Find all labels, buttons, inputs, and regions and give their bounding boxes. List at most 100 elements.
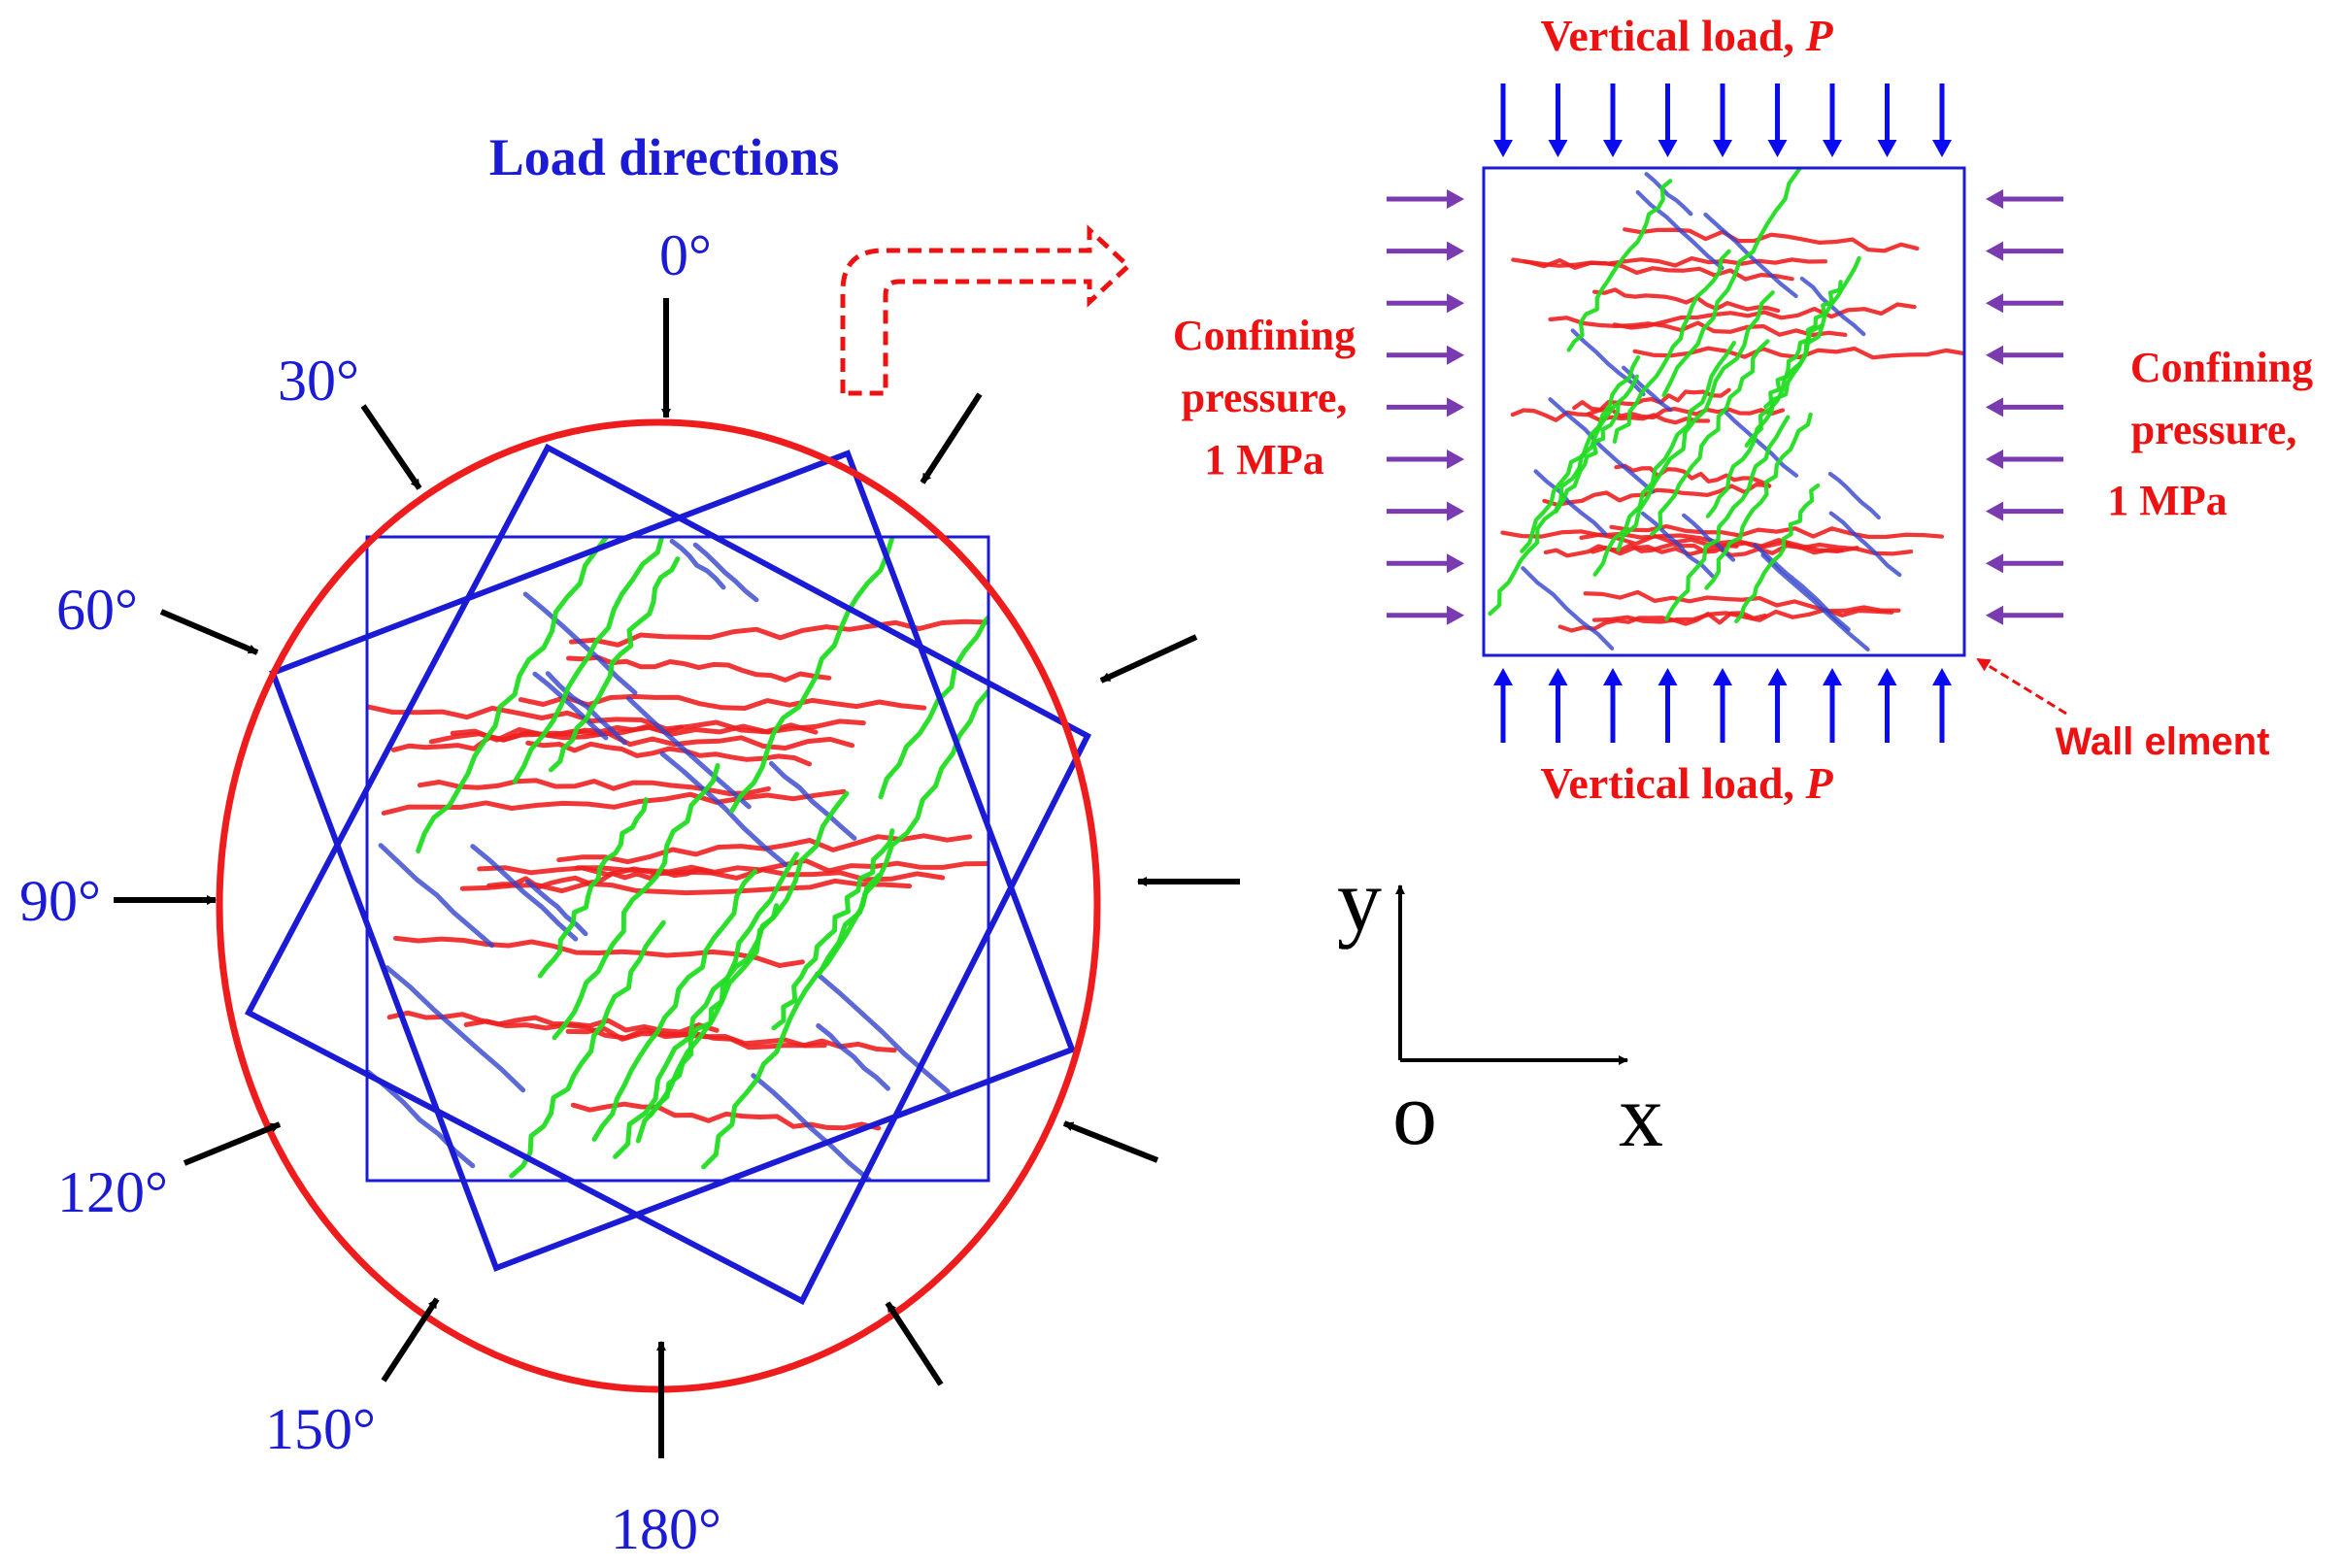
green-crack xyxy=(1705,323,1825,518)
bottom-load-arrow-head xyxy=(1877,668,1897,685)
green-crack xyxy=(552,763,720,1041)
arrow-120deg xyxy=(183,1121,282,1166)
green-crack xyxy=(648,903,779,1118)
bottom-load-arrow-head xyxy=(1493,668,1513,685)
blue-crack xyxy=(1828,511,1902,578)
green-crack xyxy=(1664,415,1791,621)
blue-crack xyxy=(659,751,788,867)
left-confining-arrow-head xyxy=(1447,189,1464,209)
green-crack xyxy=(1592,340,1736,577)
bottom-load-arrow-head xyxy=(1767,668,1788,685)
angle-label-30: 30° xyxy=(278,349,359,413)
svg-text:pressure,: pressure, xyxy=(1182,374,1348,421)
red-crack xyxy=(459,878,913,896)
green-crack xyxy=(701,873,882,1170)
left-confining-arrow-head xyxy=(1447,241,1464,261)
top-load-arrow-head xyxy=(1658,140,1678,157)
origin-label: o xyxy=(1392,1064,1437,1163)
green-crack xyxy=(1566,179,1673,352)
green-crack xyxy=(1661,168,1803,398)
blue-crack xyxy=(1533,469,1608,536)
right-confining-arrow-head xyxy=(1986,450,2003,469)
arrow-330deg xyxy=(885,1301,944,1386)
right-crack-pattern xyxy=(1488,168,1964,652)
angle-label-0: 0° xyxy=(659,223,712,287)
right-confining-arrow-head xyxy=(1986,345,2003,365)
left-crack-pattern xyxy=(367,537,988,1181)
load-direction-circle xyxy=(216,418,1101,1393)
blue-crack xyxy=(532,671,609,741)
coordinate-axes xyxy=(1395,884,1628,1065)
green-crack xyxy=(509,919,666,1179)
bottom-load-arrow-head xyxy=(1932,668,1952,685)
blue-crack xyxy=(1548,397,1655,494)
blue-crack xyxy=(1827,471,1881,520)
green-crack xyxy=(1488,402,1618,617)
arrow-60deg xyxy=(159,609,259,655)
blue-crack xyxy=(751,1073,872,1181)
green-crack xyxy=(613,851,800,1159)
blue-crack xyxy=(1722,408,1799,478)
angle-label-150: 150° xyxy=(265,1397,376,1461)
left-confining-arrow-head xyxy=(1447,501,1464,521)
arrow-210deg xyxy=(920,392,983,484)
red-crack xyxy=(1612,302,1917,330)
blue-crack xyxy=(385,965,526,1093)
specimen-square-0deg xyxy=(365,535,990,1183)
red-crack xyxy=(1583,589,1901,614)
red-crack xyxy=(1542,482,1772,508)
blue-crack xyxy=(470,844,579,942)
arrow-300deg xyxy=(1062,1120,1159,1163)
blue-crack xyxy=(525,879,588,937)
top-load-arrow-head xyxy=(1767,140,1788,157)
left-confining-arrow-head xyxy=(1447,605,1464,625)
blue-crack xyxy=(1752,542,1851,632)
y-axis-label: y xyxy=(1337,851,1382,950)
right-confining-arrow-head xyxy=(1986,397,2003,417)
green-crack xyxy=(591,869,758,1142)
svg-text:1 MPa: 1 MPa xyxy=(2107,477,2227,524)
right-confining-arrow-head xyxy=(1986,553,2003,574)
arrow-150deg xyxy=(381,1297,440,1383)
blue-crack xyxy=(378,843,495,949)
green-crack xyxy=(1704,412,1813,590)
right-confining-arrow-head xyxy=(1986,241,2003,261)
blue-crack xyxy=(669,538,726,590)
top-load-arrow-head xyxy=(1493,140,1513,157)
load-direction-arrows xyxy=(114,298,1240,1458)
red-crack xyxy=(1591,287,1781,314)
green-crack xyxy=(548,556,681,773)
green-crack xyxy=(1554,374,1640,514)
green-crack xyxy=(817,686,988,977)
arrow-240deg xyxy=(1099,634,1198,684)
right-confining-arrows xyxy=(1986,189,2063,625)
left-confining-arrow-head xyxy=(1447,450,1464,469)
angle-label-60: 60° xyxy=(56,578,138,642)
left-confining-arrow-head xyxy=(1447,293,1464,314)
right-confining-arrow-head xyxy=(1986,189,2003,209)
red-crack xyxy=(570,1101,882,1131)
red-crack xyxy=(1609,523,1945,540)
red-crack xyxy=(1510,408,1711,425)
red-crack xyxy=(1511,257,1794,282)
svg-text:Confining: Confining xyxy=(2130,344,2313,391)
green-crack xyxy=(537,797,649,979)
red-crack xyxy=(1586,406,1786,420)
angle-label-180: 180° xyxy=(611,1497,721,1561)
green-crack xyxy=(1616,290,1775,552)
angle-label-120: 120° xyxy=(57,1160,168,1224)
specimen-square-30deg xyxy=(244,443,1091,1306)
red-crack xyxy=(486,867,715,890)
bottom-vertical-load-arrows xyxy=(1493,668,1952,743)
green-crack xyxy=(1520,354,1641,553)
blue-crack xyxy=(626,696,752,810)
bottom-load-arrow-head xyxy=(1713,668,1732,685)
x-axis-label: x xyxy=(1619,1066,1663,1165)
red-crack xyxy=(367,704,819,735)
left-confining-arrow-head xyxy=(1447,397,1464,417)
blue-crack xyxy=(1635,189,1725,271)
green-crack xyxy=(1734,483,1821,624)
red-crack xyxy=(477,865,946,883)
green-crack xyxy=(878,614,988,800)
